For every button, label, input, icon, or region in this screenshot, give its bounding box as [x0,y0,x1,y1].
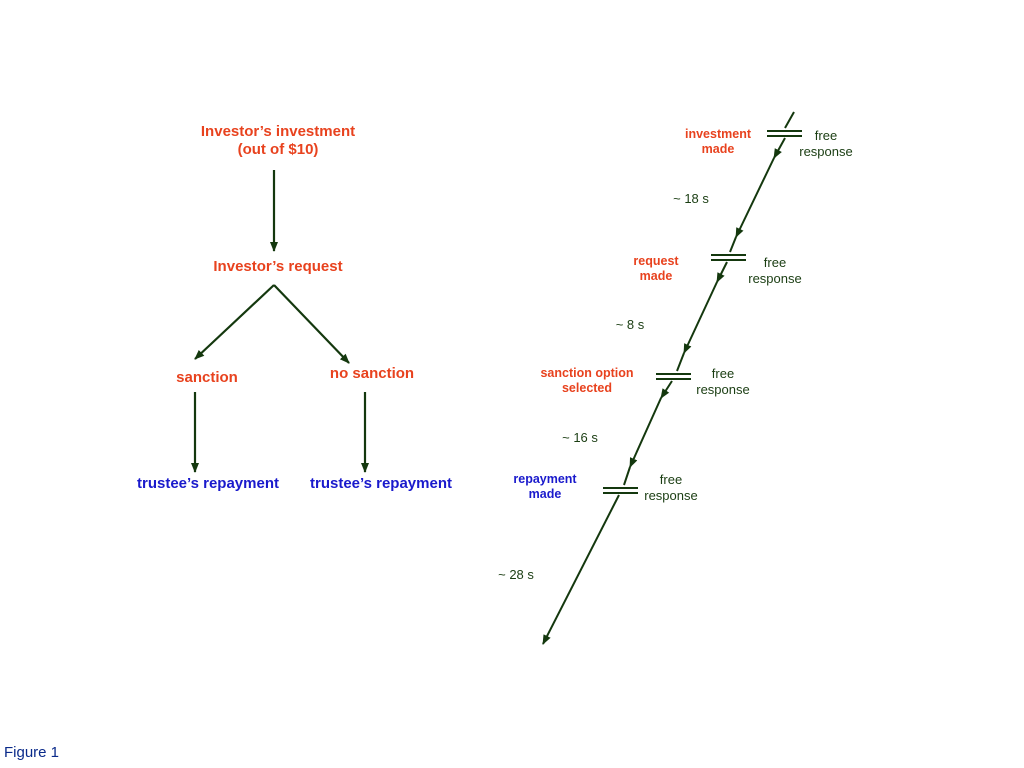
interval-2-label: ~ 8 s [615,317,645,332]
free-response-2-line2: response [748,270,802,286]
timeline-event-3-line1: sanction option [540,366,634,380]
free-response-3-line2: response [696,381,750,397]
free-response-2-label: free response [735,255,815,286]
figure-caption: Figure 1 [4,744,60,761]
timeline-tick-arrow-3 [660,380,673,399]
tree-connectors [191,170,369,473]
arrow-request-to-sanction [194,284,275,360]
timeline-interval-3 [629,397,662,468]
timeline-interval-1 [735,157,775,238]
interval-1-label: ~ 18 s [673,191,709,206]
timeline-event-1-line1: investment [685,127,751,141]
timeline-ticks [603,130,802,494]
timeline-event-1-label: investment made [668,127,768,157]
free-response-4-line2: response [644,487,698,503]
interval-4-label: ~ 28 s [498,567,534,582]
timeline-link-4 [623,466,631,486]
tree-request-label: Investor’s request [213,258,343,275]
tree-root-line1: Investor’s investment [200,123,356,140]
timeline-event-4-line2: made [528,487,562,501]
free-response-3-line1: free [711,366,735,381]
timeline-event-3-label: sanction option selected [522,366,652,396]
timeline-event-2-line2: made [639,269,673,283]
free-response-4-line1: free [659,472,683,487]
timeline-segments [542,111,795,645]
tree-repayment-right-label: trustee’s repayment [309,475,452,492]
timeline-event-2-line1: request [633,254,679,268]
tree-sanction-label: sanction [176,369,238,386]
timeline-tick-arrow-1 [773,137,786,159]
timeline-tick-arrow-2 [716,261,728,283]
timeline-event-1-line2: made [701,142,735,156]
timeline-event-4-line1: repayment [513,472,577,486]
free-response-2-line1: free [763,255,787,270]
tree-no-sanction-label: no sanction [329,365,415,382]
arrow-request-to-no-sanction [273,284,350,364]
free-response-4-label: free response [631,472,711,503]
timeline-event-2-label: request made [616,254,696,284]
timeline-event-3-line2: selected [561,381,613,395]
timeline-interval-2 [683,281,718,354]
timeline-link-2 [729,236,737,253]
tree-root-line2: (out of $10) [237,141,319,158]
free-response-1-line1: free [814,128,838,143]
timeline-link-3 [676,352,685,372]
interval-3-label: ~ 16 s [562,430,598,445]
timeline-event-4-label: repayment made [495,472,595,502]
tree-repayment-left-label: trustee’s repayment [136,475,279,492]
timeline-lead-in [784,111,795,129]
tree-root-label: Investor’s investment (out of $10) [170,123,386,159]
free-response-1-line2: response [799,143,853,159]
free-response-3-label: free response [683,366,763,397]
free-response-1-label: free response [786,128,866,159]
timeline-interval-4 [542,494,620,645]
